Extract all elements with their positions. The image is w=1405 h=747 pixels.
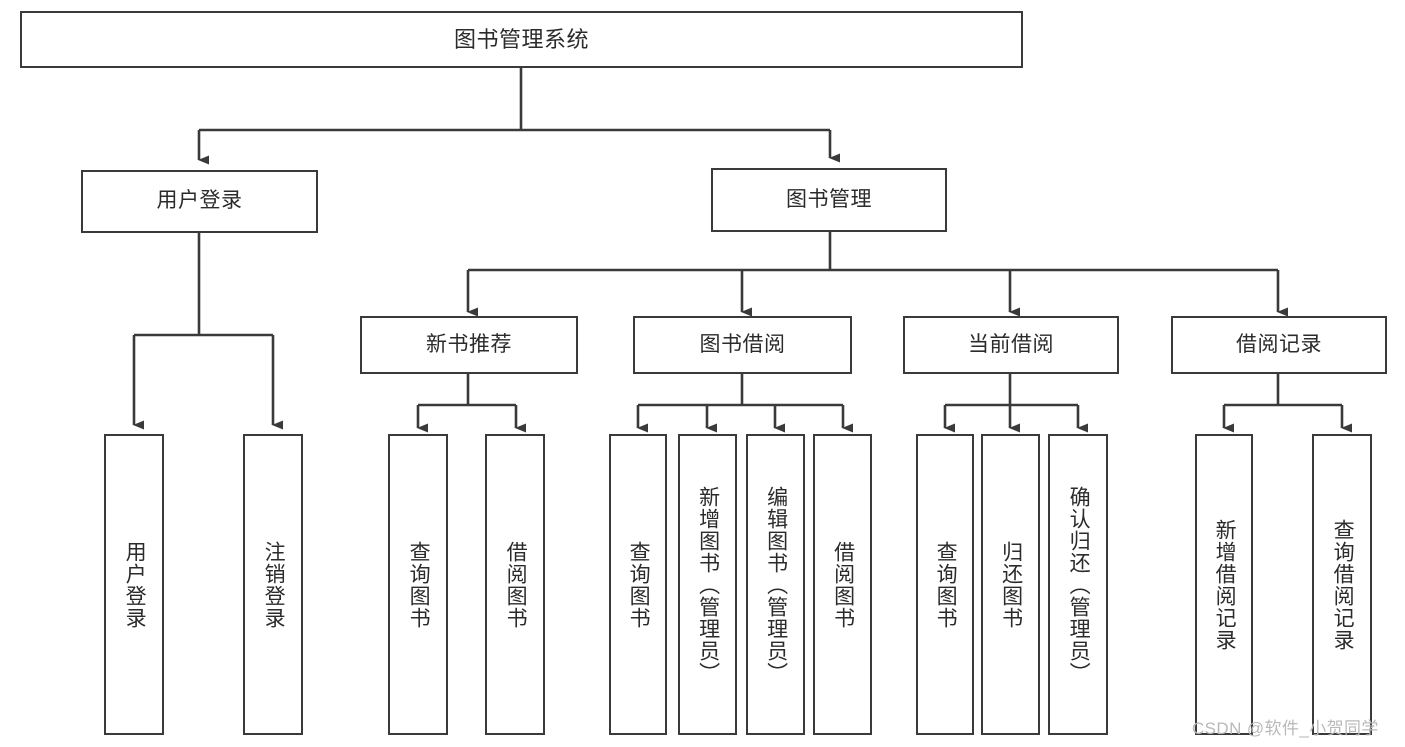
node-leaf-add-record[interactable]: 新增借阅记录 bbox=[1195, 434, 1253, 735]
node-leaf-query-book-2[interactable]: 查询图书 bbox=[609, 434, 667, 735]
node-user-login[interactable]: 用户登录 bbox=[81, 170, 318, 233]
node-new-book-rec-label: 新书推荐 bbox=[426, 332, 512, 356]
node-leaf-confirm-return-label: 确认归还（管理员） bbox=[1067, 485, 1091, 684]
csdn-watermark: CSDN @软件_小贺同学 bbox=[1192, 719, 1379, 738]
node-book-manage[interactable]: 图书管理 bbox=[711, 168, 947, 232]
node-leaf-logout-label: 注销登录 bbox=[262, 540, 286, 629]
node-leaf-confirm-return[interactable]: 确认归还（管理员） bbox=[1048, 434, 1108, 735]
node-leaf-return-book[interactable]: 归还图书 bbox=[981, 434, 1040, 735]
node-new-book-rec[interactable]: 新书推荐 bbox=[360, 316, 578, 374]
node-leaf-query-record[interactable]: 查询借阅记录 bbox=[1312, 434, 1372, 735]
node-leaf-query-book-3[interactable]: 查询图书 bbox=[916, 434, 974, 735]
node-leaf-query-book-2-label: 查询图书 bbox=[627, 540, 651, 629]
node-book-manage-label: 图书管理 bbox=[786, 187, 872, 211]
node-leaf-edit-book[interactable]: 编辑图书（管理员） bbox=[746, 434, 805, 735]
node-leaf-borrow-book-1-label: 借阅图书 bbox=[504, 540, 528, 629]
node-current-borrow[interactable]: 当前借阅 bbox=[903, 316, 1119, 374]
node-leaf-add-book-label: 新增图书（管理员） bbox=[696, 485, 720, 684]
node-leaf-logout[interactable]: 注销登录 bbox=[243, 434, 303, 735]
node-borrow-record[interactable]: 借阅记录 bbox=[1171, 316, 1387, 374]
node-borrow-record-label: 借阅记录 bbox=[1236, 332, 1322, 356]
node-root[interactable]: 图书管理系统 bbox=[20, 11, 1023, 68]
node-leaf-borrow-book-2[interactable]: 借阅图书 bbox=[813, 434, 872, 735]
node-leaf-query-book-1-label: 查询图书 bbox=[407, 540, 431, 629]
node-leaf-borrow-book-1[interactable]: 借阅图书 bbox=[485, 434, 545, 735]
node-leaf-user-login[interactable]: 用户登录 bbox=[104, 434, 164, 735]
node-book-borrow[interactable]: 图书借阅 bbox=[633, 316, 852, 374]
node-leaf-edit-book-label: 编辑图书（管理员） bbox=[764, 485, 788, 684]
node-leaf-return-book-label: 归还图书 bbox=[999, 540, 1023, 629]
node-leaf-query-record-label: 查询借阅记录 bbox=[1331, 518, 1355, 651]
node-leaf-add-record-label: 新增借阅记录 bbox=[1213, 518, 1237, 651]
node-current-borrow-label: 当前借阅 bbox=[968, 332, 1054, 356]
node-leaf-borrow-book-2-label: 借阅图书 bbox=[831, 540, 855, 629]
node-leaf-add-book[interactable]: 新增图书（管理员） bbox=[678, 434, 737, 735]
node-root-label: 图书管理系统 bbox=[453, 26, 589, 52]
node-book-borrow-label: 图书借阅 bbox=[699, 332, 786, 356]
node-leaf-user-login-label: 用户登录 bbox=[123, 540, 147, 629]
node-user-login-label: 用户登录 bbox=[156, 189, 243, 213]
node-leaf-query-book-1[interactable]: 查询图书 bbox=[388, 434, 448, 735]
node-leaf-query-book-3-label: 查询图书 bbox=[934, 540, 958, 629]
